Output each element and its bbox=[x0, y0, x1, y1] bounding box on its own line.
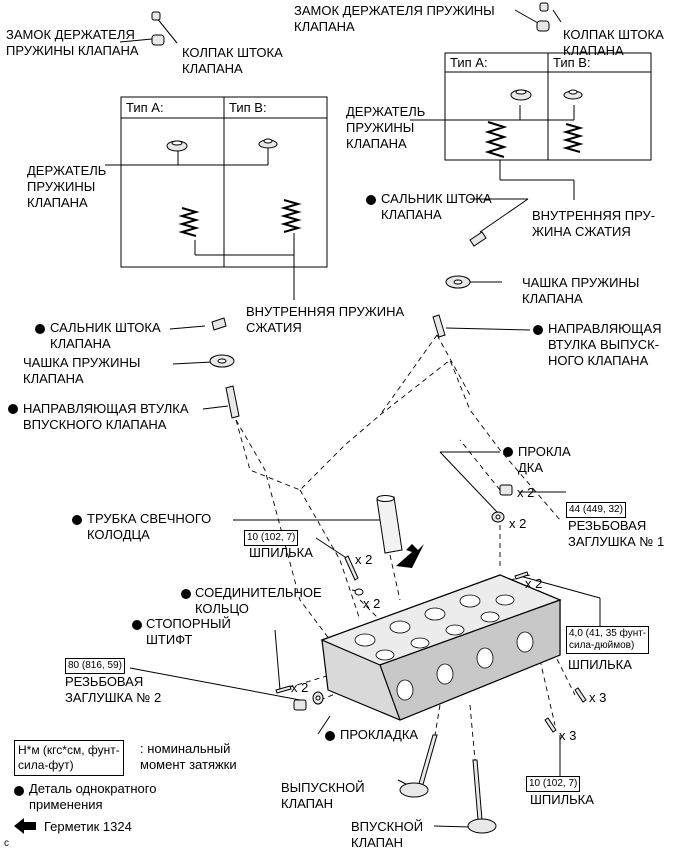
label-valve-lock-right: ЗАМОК ДЕРЖАТЕЛЯ ПРУЖИНЫ КЛАПАНА bbox=[294, 3, 495, 34]
stud-icon bbox=[344, 555, 587, 733]
legend-sealant-arrow-icon bbox=[14, 818, 36, 834]
one-time-use-dot bbox=[533, 325, 543, 335]
valve-lock-icon bbox=[151, 2, 549, 21]
one-time-use-dot bbox=[35, 324, 45, 334]
count-gasket-top: x 2 bbox=[509, 516, 527, 531]
label-stem-seal-left: САЛЬНИК ШТОКА КЛАПАНА bbox=[50, 320, 161, 351]
torque-stud-top: 10 (102, 7) bbox=[244, 530, 299, 546]
label-type-b-left: Тип В: bbox=[229, 100, 267, 115]
label-intake-valve: ВПУСКНОЙ КЛАПАН bbox=[351, 819, 424, 850]
type-box-right bbox=[444, 52, 652, 161]
label-stem-cap-right: КОЛПАК ШТОКА КЛАПАНА bbox=[563, 27, 664, 58]
valve-guide-icon bbox=[225, 314, 446, 419]
label-inner-spring-left: ВНУТРЕННЯЯ ПРУЖИНА СЖАТИЯ bbox=[246, 304, 405, 335]
exhaust-valve-icon bbox=[399, 734, 438, 798]
one-time-use-dot bbox=[366, 195, 376, 205]
count-stud-bottom-b: x 3 bbox=[559, 728, 577, 743]
label-spring-seat-left: ЧАШКА ПРУЖИНЫ КЛАПАНА bbox=[23, 355, 141, 386]
count-pin: x 2 bbox=[291, 680, 309, 695]
one-time-use-dot bbox=[325, 731, 335, 741]
legend-dot-icon bbox=[14, 786, 24, 796]
valve-stem-cap-icon bbox=[151, 20, 550, 46]
intake-valve-icon bbox=[467, 759, 497, 834]
label-spark-tube: ТРУБКА СВЕЧНОГО КОЛОДЦА bbox=[87, 511, 212, 542]
label-stud-bottom: ШПИЛЬКА bbox=[530, 792, 594, 807]
legend-one-time-use: Деталь однократного применения bbox=[29, 781, 157, 812]
count-ring: x 2 bbox=[363, 596, 381, 611]
spring-retainer-icon bbox=[166, 89, 583, 152]
leader-lines bbox=[105, 9, 601, 828]
torque-plug1: 44 (449, 32) bbox=[566, 502, 626, 518]
threaded-plug-icon bbox=[293, 484, 513, 711]
label-stud-right: ШПИЛЬКА bbox=[568, 657, 632, 672]
label-type-a-left: Тип А: bbox=[126, 100, 164, 115]
label-spring-seat-right: ЧАШКА ПРУЖИНЫ КЛАПАНА bbox=[522, 275, 640, 306]
one-time-use-dot bbox=[8, 404, 18, 414]
label-joint-ring: СОЕДИНИТЕЛЬНОЕ КОЛЬЦО bbox=[195, 585, 322, 616]
label-plug2: РЕЗЬБОВАЯ ЗАГЛУШКА № 2 bbox=[65, 674, 162, 705]
label-gasket-bottom: ПРОКЛАДКА bbox=[340, 727, 419, 742]
compression-spring-icon bbox=[178, 121, 584, 237]
spark-plug-tube-icon bbox=[376, 495, 403, 554]
sealant-arrow-icon bbox=[396, 544, 424, 568]
label-exhaust-valve: ВЫПУСКНОЙ КЛАПАН bbox=[281, 780, 365, 811]
type-box-left bbox=[120, 96, 328, 268]
cylinder-head-icon bbox=[320, 574, 562, 721]
label-type-b-right: Тип В: bbox=[553, 55, 591, 70]
label-retainer-left: ДЕРЖАТЕЛЬ ПРУЖИНЫ КЛАПАНА bbox=[27, 163, 107, 210]
label-stem-cap-left: КОЛПАК ШТОКА КЛАПАНА bbox=[182, 45, 283, 76]
legend-torque-box: Н*м (кгс*см, фунт- сила-фут) bbox=[14, 740, 124, 776]
label-intake-guide: НАПРАВЛЯЮЩАЯ ВТУЛКА ВПУСКНОГО КЛАПАНА bbox=[23, 401, 189, 432]
legend-torque-text: : номинальный момент затяжки bbox=[140, 741, 237, 772]
one-time-use-dot bbox=[503, 447, 513, 457]
torque-plug2: 80 (816, 59) bbox=[65, 658, 125, 674]
label-exhaust-guide: НАПРАВЛЯЮЩАЯ ВТУЛКА ВЫПУСК- НОГО КЛАПАНА bbox=[548, 321, 662, 368]
label-gasket-top: ПРОКЛА ДКА bbox=[518, 444, 571, 475]
count-plug1: x 2 bbox=[517, 485, 535, 500]
count-stud-top: x 2 bbox=[355, 552, 373, 567]
count-stud-right: x 2 bbox=[525, 576, 543, 591]
label-stud-top: ШПИЛЬКА bbox=[249, 545, 313, 560]
stem-seal-icon bbox=[211, 231, 487, 331]
torque-stud-right: 4,0 (41, 35 фунт- сила-дюймов) bbox=[566, 626, 650, 654]
count-stud-bottom-a: x 3 bbox=[589, 690, 607, 705]
legend-sealant: Герметик 1324 bbox=[44, 819, 132, 834]
dowel-pin-icon bbox=[275, 685, 292, 694]
corner-mark: c bbox=[4, 838, 9, 849]
label-type-a-right: Тип А: bbox=[450, 55, 488, 70]
one-time-use-dot bbox=[72, 515, 82, 525]
gasket-icon bbox=[312, 511, 505, 705]
label-valve-lock-left: ЗАМОК ДЕРЖАТЕЛЯ ПРУЖИНЫ КЛАПАНА bbox=[6, 27, 139, 58]
label-stem-seal-right: САЛЬНИК ШТОКА КЛАПАНА bbox=[381, 191, 492, 222]
one-time-use-dot bbox=[181, 589, 191, 599]
spring-seat-icon bbox=[209, 275, 471, 368]
one-time-use-dot bbox=[132, 620, 142, 630]
label-dowel-pin: СТОПОРНЫЙ ШТИФТ bbox=[146, 616, 231, 647]
label-retainer-right: ДЕРЖАТЕЛЬ ПРУЖИНЫ КЛАПАНА bbox=[346, 104, 426, 151]
joint-ring-icon bbox=[354, 588, 364, 596]
torque-stud-bottom: 10 (102, 7) bbox=[526, 776, 581, 792]
label-inner-spring-right: ВНУТРЕННЯЯ ПРУ- ЖИНА СЖАТИЯ bbox=[532, 208, 656, 239]
label-plug1: РЕЗЬБОВАЯ ЗАГЛУШКА № 1 bbox=[568, 518, 665, 549]
